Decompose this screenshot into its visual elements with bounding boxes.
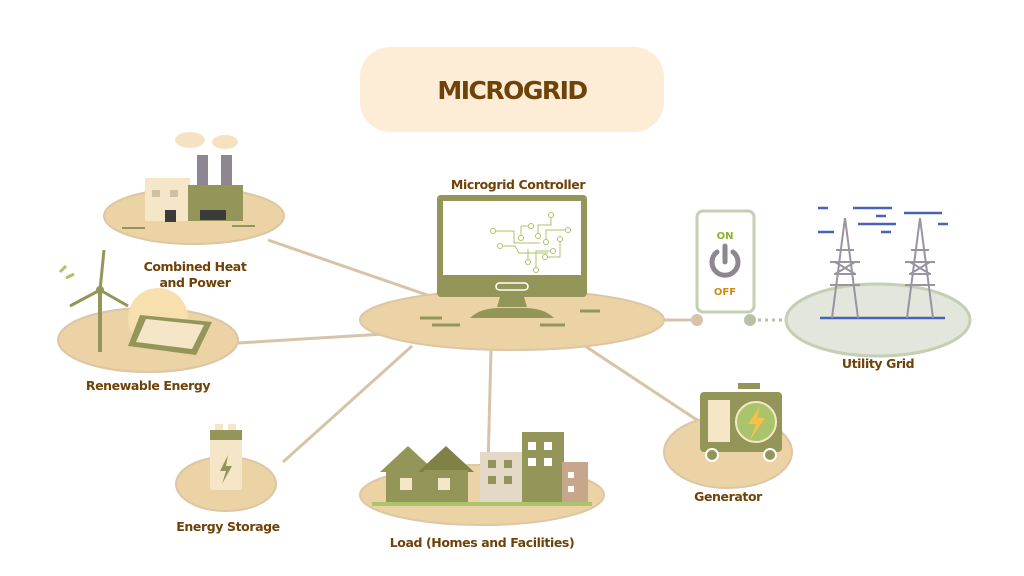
utility-label: Utility Grid bbox=[842, 356, 914, 371]
chp-label-line1: Combined Heat bbox=[144, 259, 247, 274]
monitor-icon bbox=[437, 195, 587, 318]
generator-icon bbox=[700, 383, 782, 462]
power-icon bbox=[709, 243, 741, 278]
connector-load bbox=[486, 349, 493, 467]
ground-dashes bbox=[420, 309, 600, 327]
on-off-switch[interactable]: ON OFF bbox=[695, 209, 756, 314]
renewable-icon bbox=[58, 249, 212, 355]
chp-label-line2: and Power bbox=[160, 275, 232, 290]
title-box: MICROGRID bbox=[360, 47, 664, 132]
renewable-label: Renewable Energy bbox=[86, 378, 211, 393]
buildings-icon bbox=[372, 432, 592, 506]
load-label: Load (Homes and Facilities) bbox=[390, 535, 575, 550]
switch-off-label: OFF bbox=[714, 287, 736, 298]
connector-storage bbox=[281, 344, 414, 464]
storage-label: Energy Storage bbox=[176, 519, 280, 534]
page-title: MICROGRID bbox=[437, 76, 587, 105]
utility-platform bbox=[784, 282, 972, 358]
switch-on-label: ON bbox=[717, 231, 734, 242]
connector-chp bbox=[267, 238, 431, 298]
connectors bbox=[237, 238, 701, 467]
transmission-tower-icon bbox=[818, 206, 948, 320]
generator-label: Generator bbox=[694, 489, 763, 504]
connector-node bbox=[691, 314, 703, 326]
connector-node bbox=[744, 314, 756, 326]
battery-icon bbox=[210, 424, 242, 490]
factory-icon bbox=[122, 132, 255, 229]
controller-label: Microgrid Controller bbox=[451, 177, 586, 192]
connector-renewable bbox=[237, 332, 386, 345]
connector-generator bbox=[584, 344, 701, 424]
